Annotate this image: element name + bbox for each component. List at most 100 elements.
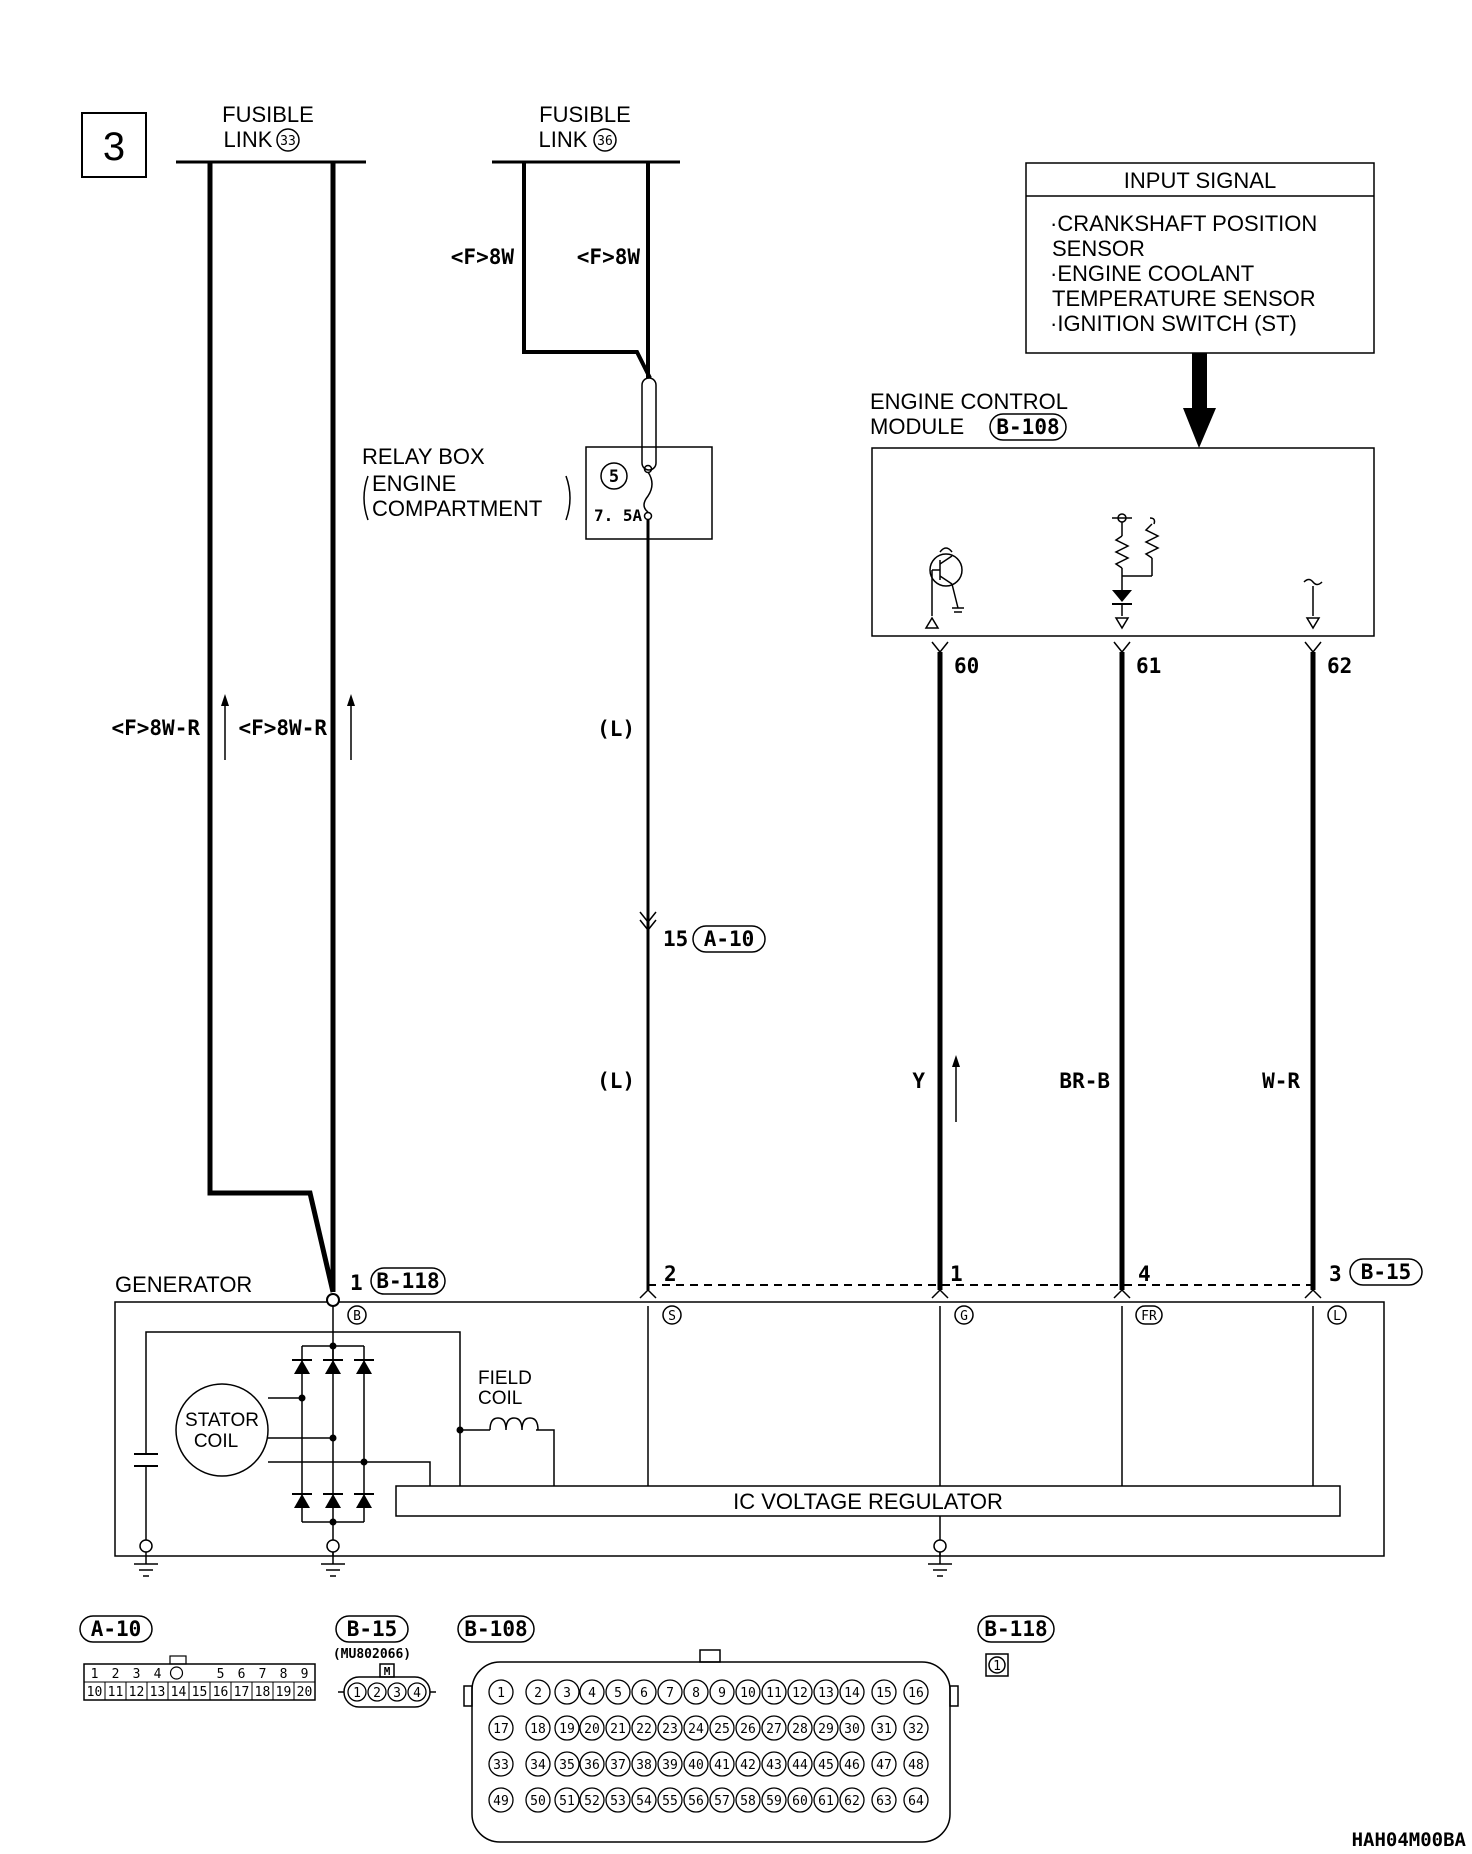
- fl33-wire-right-label: <F>8W-R: [238, 716, 327, 740]
- fusible-link-33-label-top: FUSIBLE: [222, 102, 314, 127]
- connector-pin: [631, 1751, 657, 1777]
- connector-pin: [605, 1679, 631, 1705]
- ecm-pin-61: 61: [1136, 654, 1161, 678]
- b15-view-tag: [335, 1615, 409, 1643]
- b15-pin-mark: [1113, 1288, 1131, 1299]
- connector-pin-label: 57: [714, 1794, 730, 1809]
- connector-pin: [407, 1682, 427, 1702]
- fusible-link-33-number: 33: [280, 134, 296, 149]
- connector-pin: [347, 1682, 367, 1702]
- input-signal-tilde-icon: [1303, 578, 1323, 630]
- connector-pin-label: 39: [662, 1758, 678, 1773]
- connector-pin-label: 7: [259, 1667, 267, 1682]
- connector-pin-label: 22: [636, 1722, 652, 1737]
- connector-pin: [709, 1679, 735, 1705]
- connector-pin: [657, 1751, 683, 1777]
- bracket-right: [565, 475, 571, 521]
- connector-pin: [579, 1751, 605, 1777]
- connector-pin: [813, 1787, 839, 1813]
- connector-pin: [761, 1787, 787, 1813]
- w-r-wire-label: W-R: [1262, 1069, 1300, 1093]
- a10-junction-tag: [692, 925, 766, 953]
- connector-pin-label: 17: [493, 1722, 509, 1737]
- connector-pin: [387, 1682, 407, 1702]
- connector-pin-label: 35: [559, 1758, 575, 1773]
- connector-pin-label: 2: [373, 1686, 381, 1701]
- connector-pin: [787, 1787, 813, 1813]
- connector-pin: [903, 1751, 929, 1777]
- current-arrow-up: [952, 1055, 960, 1122]
- page-number-box: [81, 112, 147, 178]
- connector-pin: [631, 1715, 657, 1741]
- connector-pin-label: 9: [301, 1667, 309, 1682]
- connector-pin: [787, 1715, 813, 1741]
- connector-pin: [839, 1751, 865, 1777]
- input-signal-line: SENSOR: [1052, 236, 1145, 261]
- connector-pin-label: 2: [534, 1686, 542, 1701]
- junction-dot: [329, 1434, 337, 1442]
- capacitor-icon: [134, 1453, 158, 1467]
- relay-box-line2: ENGINE: [372, 471, 456, 496]
- fl33-wire-left-label: <F>8W-R: [111, 716, 200, 740]
- b15-view-part: (MU802066): [333, 1647, 411, 1662]
- transistor-icon: [924, 547, 964, 629]
- connector-pin: [839, 1679, 865, 1705]
- connector-pin: [605, 1751, 631, 1777]
- connector-pin: [488, 1751, 514, 1777]
- ecm-pin-62: 62: [1327, 654, 1352, 678]
- connector-pin: [813, 1679, 839, 1705]
- connector-pin: [839, 1787, 865, 1813]
- connector-b108-latch: [949, 1685, 959, 1707]
- stator-coil: [175, 1383, 269, 1477]
- ecm-box: [871, 447, 1375, 637]
- connector-pin: [554, 1679, 580, 1705]
- generator-box: [114, 1301, 1385, 1557]
- input-signal-line: ·CRANKSHAFT POSITION: [1050, 211, 1317, 236]
- terminal-fr-tag: [1135, 1305, 1163, 1325]
- b15-pin: 1: [950, 1262, 963, 1286]
- connector-pin-label: 4: [154, 1667, 162, 1682]
- connector-pin-label: 9: [718, 1686, 726, 1701]
- b118-view-label: B-118: [984, 1617, 1047, 1641]
- connector-pin-label: 2: [112, 1667, 120, 1682]
- connector-pin-label: 13: [150, 1685, 166, 1700]
- field-coil-label-line1: FIELD: [478, 1368, 532, 1389]
- connector-pin-label: 25: [714, 1722, 730, 1737]
- connector-pin: [735, 1751, 761, 1777]
- ecm-pin-60: 60: [954, 654, 979, 678]
- connector-pin: [683, 1751, 709, 1777]
- a10-view-label: A-10: [91, 1617, 142, 1641]
- input-signal-line: ·IGNITION SWITCH (ST): [1050, 311, 1297, 336]
- a10-junction-connector: A-10: [704, 927, 755, 951]
- b118-pin-terminal: [326, 1293, 340, 1307]
- relay-box-title: RELAY BOX: [362, 444, 485, 469]
- connector-pin-label: 59: [766, 1794, 782, 1809]
- connector-pin-label: 14: [844, 1686, 860, 1701]
- b118-pin: 1: [350, 1271, 363, 1295]
- terminal-fr: FR: [1141, 1309, 1157, 1324]
- connector-pin-label: 3: [133, 1667, 141, 1682]
- connector-pin: [525, 1679, 551, 1705]
- connector-pin: [813, 1715, 839, 1741]
- connector-pin-label: 49: [493, 1794, 509, 1809]
- fusible-link-36-label-top: FUSIBLE: [539, 102, 631, 127]
- terminal-g: G: [960, 1309, 968, 1324]
- connector-pin: [735, 1679, 761, 1705]
- fl36-wire-right-label: <F>8W: [577, 245, 641, 269]
- terminal-b: B: [353, 1309, 361, 1324]
- fuse-rating: 7. 5A: [594, 506, 643, 525]
- connector-pin-label: 44: [792, 1758, 808, 1773]
- junction-dot: [329, 1342, 337, 1350]
- fusible-link-36-number-circle: [593, 128, 617, 152]
- connector-pin-label: 27: [766, 1722, 782, 1737]
- connector-pin-label: 19: [276, 1685, 292, 1700]
- connector-pin-label: 15: [876, 1686, 892, 1701]
- fuse-number: 5: [609, 467, 619, 487]
- connector-pin-label: 16: [908, 1686, 924, 1701]
- stator-coil-label-line2: COIL: [194, 1431, 238, 1452]
- b118-connector: B-118: [376, 1269, 439, 1293]
- connector-pin-label: 1: [353, 1686, 361, 1701]
- connector-pin-label: 30: [844, 1722, 860, 1737]
- connector-pin-label: 43: [766, 1758, 782, 1773]
